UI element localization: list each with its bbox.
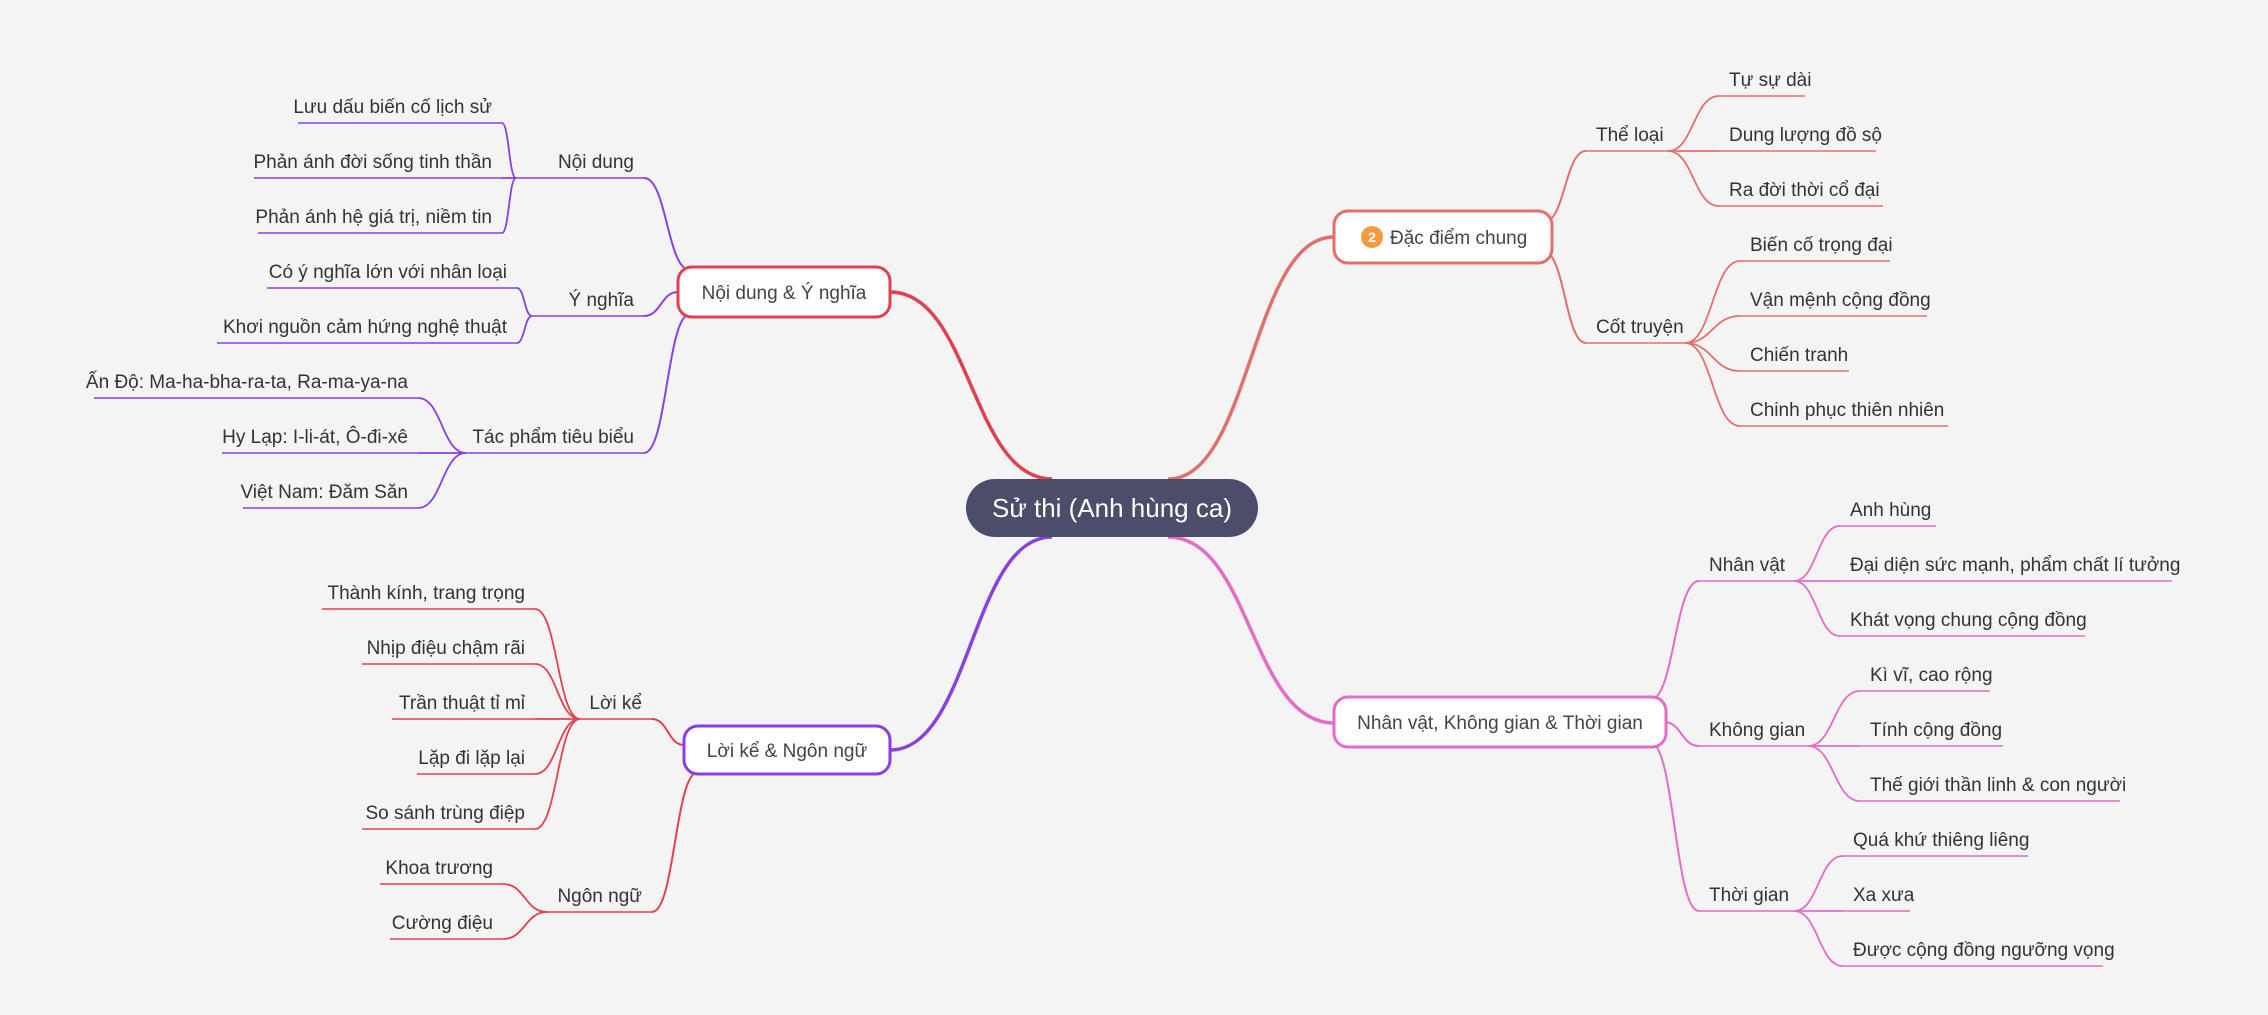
leaf-item[interactable]: Khát vọng chung cộng đồng: [1850, 610, 2087, 631]
leaf-item[interactable]: So sánh trùng điệp: [365, 803, 525, 824]
connector-line: [534, 608, 581, 720]
topic-nhan-vat-khong-gian-label[interactable]: Nhân vật, Không gian & Thời gian: [1357, 713, 1643, 734]
topic-dac-diem-chung[interactable]: [1332, 209, 1554, 265]
connector-line: [1167, 535, 1335, 725]
connector-line: [417, 452, 467, 509]
mindmap-nodes: Sử thi (Anh hùng ca) 2 Đặc điểm chung Thể l…: [86, 70, 2181, 961]
leaf-item[interactable]: Trần thuật tỉ mỉ: [399, 693, 526, 714]
leaf-item[interactable]: Cường điệu: [392, 913, 493, 934]
leaf-item[interactable]: Phản ánh đời sống tinh thần: [253, 152, 492, 173]
connector-line: [651, 771, 699, 913]
leaf-item[interactable]: Lưu dấu biến cố lịch sử: [293, 97, 492, 118]
topic-noi-dung-y-nghia-label[interactable]: Nội dung & Ý nghĩa: [702, 283, 867, 304]
subtopic-thoi-gian[interactable]: Thời gian: [1709, 885, 1789, 906]
leaf-item[interactable]: Hy Lạp: I-li-át, Ô-đi-xê: [222, 426, 408, 448]
connector-line: [534, 663, 581, 720]
leaf-item[interactable]: Chiến tranh: [1750, 345, 1848, 366]
leaf-item[interactable]: Nhịp điệu chậm rãi: [367, 638, 525, 659]
connector-line: [534, 718, 581, 775]
connector-line: [501, 177, 517, 234]
connector-line: [502, 883, 548, 913]
connector-line: [1167, 235, 1335, 481]
connector-line: [1684, 342, 1741, 372]
leaf-item[interactable]: Tính cộng đồng: [1870, 720, 2002, 741]
leaf-item[interactable]: Có ý nghĩa lớn với nhân loại: [269, 262, 507, 283]
connector-line: [1793, 525, 1841, 582]
connector-line: [516, 315, 533, 344]
leaf-item[interactable]: Ấn Độ: Ma-ha-bha-ra-ta, Ra-ma-ya-na: [86, 371, 408, 393]
connector-line: [1807, 690, 1861, 747]
connector-line: [1649, 741, 1700, 912]
connector-line: [1667, 95, 1720, 152]
leaf-item[interactable]: Vận mệnh cộng đồng: [1750, 290, 1931, 311]
leaf-item[interactable]: Lặp đi lặp lại: [418, 748, 525, 769]
central-topic-label[interactable]: Sử thi (Anh hùng ca): [992, 493, 1232, 523]
leaf-item[interactable]: Anh hùng: [1850, 500, 1931, 521]
leaf-item[interactable]: Đại diện sức mạnh, phẩm chất lí tưởng: [1850, 555, 2180, 576]
subtopic-loi-ke[interactable]: Lời kể: [589, 693, 642, 714]
connector-line: [1649, 580, 1700, 701]
leaf-item[interactable]: Biến cố trọng đại: [1750, 235, 1893, 256]
connector-line: [502, 911, 548, 940]
leaf-item[interactable]: Khơi nguồn cảm hứng nghệ thuật: [223, 317, 508, 338]
topic-noi-dung-y-nghia[interactable]: [676, 265, 892, 319]
leaf-item[interactable]: Xa xưa: [1853, 885, 1915, 906]
connector-line: [417, 397, 467, 454]
leaf-item[interactable]: Chinh phục thiên nhiên: [1750, 400, 1944, 421]
connector-line: [1793, 855, 1844, 912]
connector-line: [516, 287, 533, 317]
topic-dac-diem-chung-label[interactable]: Đặc điểm chung: [1390, 228, 1527, 249]
subtopic-nhan-vat[interactable]: Nhân vật: [1709, 555, 1786, 576]
leaf-item[interactable]: Dung lượng đồ sộ: [1729, 125, 1882, 146]
connector-line: [889, 535, 1053, 752]
connector-line: [1793, 580, 1841, 637]
subtopic-ngon-ngu[interactable]: Ngôn ngữ: [557, 886, 642, 907]
badge-icon: [1361, 226, 1383, 248]
connector-line: [1793, 910, 1844, 967]
connector-line: [1684, 342, 1741, 427]
leaf-item[interactable]: Thành kính, trang trọng: [327, 583, 525, 604]
leaf-item[interactable]: Khoa trương: [385, 858, 493, 879]
subtopic-the-loai[interactable]: Thể loại: [1596, 125, 1664, 146]
leaf-item[interactable]: Tự sự dài: [1729, 70, 1811, 91]
topic-loi-ke-ngon-ngu[interactable]: [682, 724, 892, 776]
leaf-item[interactable]: Thế giới thần linh & con người: [1870, 775, 2126, 796]
connector-line: [534, 718, 581, 830]
leaf-item[interactable]: Ra đời thời cổ đại: [1729, 180, 1880, 201]
leaf-item[interactable]: Kì vĩ, cao rộng: [1870, 665, 1993, 686]
connector-line: [1543, 150, 1587, 223]
connector-line: [501, 122, 517, 179]
subtopic-cot-truyen[interactable]: Cốt truyện: [1596, 317, 1684, 338]
connector-line: [651, 718, 685, 746]
connector-line: [1807, 745, 1861, 802]
subtopic-noi-dung[interactable]: Nội dung: [558, 152, 634, 173]
connector-line: [1663, 721, 1700, 747]
connector-line: [1667, 150, 1720, 207]
connector-line: [1543, 251, 1587, 344]
leaf-item[interactable]: Được cộng đồng ngưỡng vọng: [1853, 940, 2115, 961]
topic-nhan-vat-khong-gian[interactable]: [1332, 695, 1668, 749]
subtopic-tac-pham[interactable]: Tác phẩm tiêu biểu: [472, 427, 634, 448]
badge-count: 2: [1368, 229, 1376, 245]
connector-line: [889, 290, 1053, 481]
central-topic[interactable]: [966, 479, 1258, 537]
connector-line: [643, 291, 679, 317]
leaf-item[interactable]: Phản ánh hệ giá trị, niềm tin: [255, 207, 492, 228]
topic-loi-ke-ngon-ngu-label[interactable]: Lời kể & Ngôn ngữ: [707, 741, 868, 762]
connector-lines: [94, 95, 2172, 967]
connector-line: [1684, 260, 1741, 344]
connector-line: [643, 313, 691, 454]
leaf-item[interactable]: Việt Nam: Đăm Săn: [240, 482, 408, 503]
subtopic-y-nghia[interactable]: Ý nghĩa: [569, 290, 635, 311]
connector-line: [1684, 315, 1741, 344]
leaf-item[interactable]: Quá khứ thiêng liêng: [1853, 830, 2029, 851]
connector-line: [643, 177, 691, 271]
subtopic-khong-gian[interactable]: Không gian: [1709, 720, 1805, 741]
